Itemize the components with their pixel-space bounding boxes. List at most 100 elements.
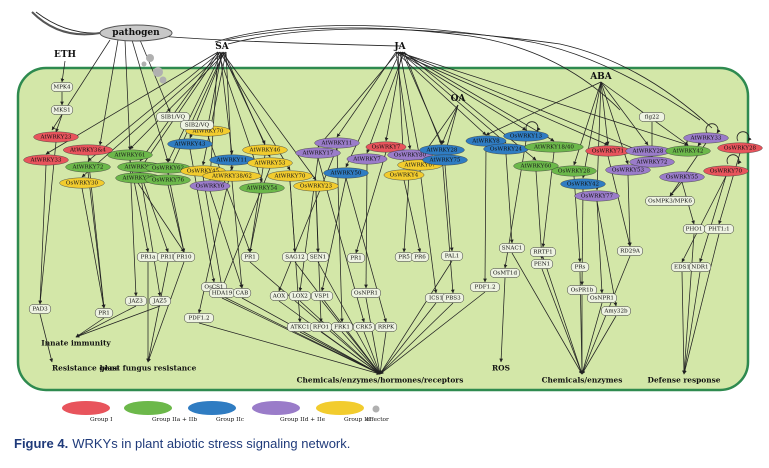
legend-label: effector [366,417,389,423]
edge-gene-to-outcome [299,331,381,375]
gene-label: PDF1.2 [188,316,209,322]
gene-node-rrtf1: RRTF1 [530,247,556,257]
edge-gene-to-outcome [511,252,583,375]
gene-label: RRPK [378,325,395,331]
gene-label: PDF1.2 [474,285,495,291]
gene-label: ATKC1 [289,325,309,331]
edge-wrky-to-gene [681,175,727,263]
gene-node-frk1: FRK1 [330,322,354,332]
wrky-node-atwrky42: AtWRKY42 [665,145,711,157]
wrky-node-oswrky53: OsWRKY53 [605,164,651,176]
wrky-ellipse [551,165,597,177]
edge-wrky-to-gene [627,174,632,247]
gene-box [346,253,366,263]
legend-item-group-iia-iib: Group IIa + IIb [124,401,197,423]
gene-node-sib1-vq: SIB1/VQ [156,112,190,122]
wrky-ellipse [383,169,425,181]
gene-node-pr1: PR1 [240,252,260,262]
gene-label: PRs [575,265,586,271]
gene-node-lox2: LOX2 [288,291,312,301]
wrky-label: AtWRKY72 [636,160,668,166]
gene-label: CRK5 [356,325,373,331]
gene-box [440,251,464,261]
gene-node-pr10: PR10 [172,252,196,262]
edge-pathogen [131,39,169,163]
wrky-label: AtWRKY54 [246,186,278,192]
wrky-node-atwrky23: AtWRKY23 [33,131,79,143]
wrky-node-oswrky55: OsWRKY55 [659,171,705,183]
edge-gene-to-outcome [321,300,381,375]
gene-box [184,313,214,323]
gene-label: SEN1 [310,255,326,261]
sa-ja-curve-3 [225,27,621,111]
wrky-ellipse [422,154,468,166]
edge-gene-to-outcome [146,261,169,363]
edge-ja-to-wrky [403,51,537,161]
edge-sa-to-wrky [206,51,223,126]
figure-caption-text: WRKYs in plant abiotic stress signaling … [72,436,351,451]
sa-ja-curve-1 [214,25,701,121]
pathogen-label: pathogen [112,28,160,38]
gene-box [148,296,172,306]
wrky-ellipse [239,182,285,194]
pathogen-node: pathogen [31,11,173,84]
gene-node-mpk4: MPK4 [50,82,74,92]
effector-dot [159,76,167,84]
outcome-defense-response: Defense response [648,376,721,385]
wrky-node-atwrky75: AtWRKY75 [422,154,468,166]
wrky-ellipse [189,180,231,192]
wrky-ellipse [659,171,705,183]
legend-item-group-iic: Group IIc [188,401,244,423]
edge-ja-to-wrky [399,51,507,144]
legend-swatch [62,401,110,415]
legend-label: Group IIc [216,417,244,423]
outcome-innate-immunity: Innate immunity [41,339,111,348]
wrky-label: OsWRKY4 [390,173,419,179]
wrky-node-atwrky53: AtWRKY53 [247,157,293,169]
gene-box [490,268,520,278]
self-regulation-loop [705,123,721,134]
wrky-label: OsWRKY42 [567,182,600,188]
wrky-ellipse [314,137,360,149]
edge-gene-to-outcome [198,322,381,375]
outcome-chemicals-enzymes: Chemicals/enzymes [542,376,623,385]
outcome-ros: ROS [492,364,510,373]
gene-label: JAZ5 [152,299,167,305]
gene-node-sib2-vq: SIB2/VQ [180,120,214,130]
edge-ja-to-wrky [399,51,653,157]
legend-label: Group IIa + IIb [152,417,197,423]
wrky-label: AtWRKY38/62 [211,174,252,180]
figure-caption: Figure 4.WRKYs in plant abiotic stress s… [14,436,350,451]
edge-wrky-to-gene [202,175,224,289]
gene-node-pr6: PR6 [410,252,430,262]
wrky-node-atwrky72: AtWRKY72 [629,156,675,168]
edge-sa-to-wrky [129,51,227,150]
gene-node-sen1: SEN1 [306,252,330,262]
edge-wrky-to-gene [596,200,604,294]
gene-node-pen1: PEN1 [530,259,554,269]
gene-label: LOX2 [292,294,308,300]
legend-label: Group IId + IIe [280,417,326,423]
wrky-node-atwrky46: AtWRKY46 [242,144,288,156]
wrky-ellipse [202,170,262,182]
gene-label: SIB1/VQ [161,115,186,121]
wrky-label: OsWRKY28 [724,146,757,152]
wrky-label: AtWRKY11 [321,141,353,147]
wrky-node-atwrky61: AtWRKY61 [107,149,153,161]
gene-label: JAZ3 [128,299,143,305]
gene-label: PAL1 [445,254,460,260]
gene-node-jaz3: JAZ3 [124,296,148,306]
gene-node-pad3: PAD3 [28,304,52,314]
wrky-label: AtWRKY46 [249,148,281,154]
gene-label: RRTF1 [533,250,553,256]
wrky-ellipse [65,161,111,173]
edge-sa-to-wrky [137,51,221,173]
wrky-ellipse [683,132,729,144]
edge-wrky-to-gene [699,175,727,263]
gene-box [645,196,695,206]
gene-label: OsPR1b [571,288,594,294]
wrky-label: OsWRKY7 [372,145,401,151]
gene-node-jaz5: JAZ5 [148,296,172,306]
gene-box [94,308,114,318]
